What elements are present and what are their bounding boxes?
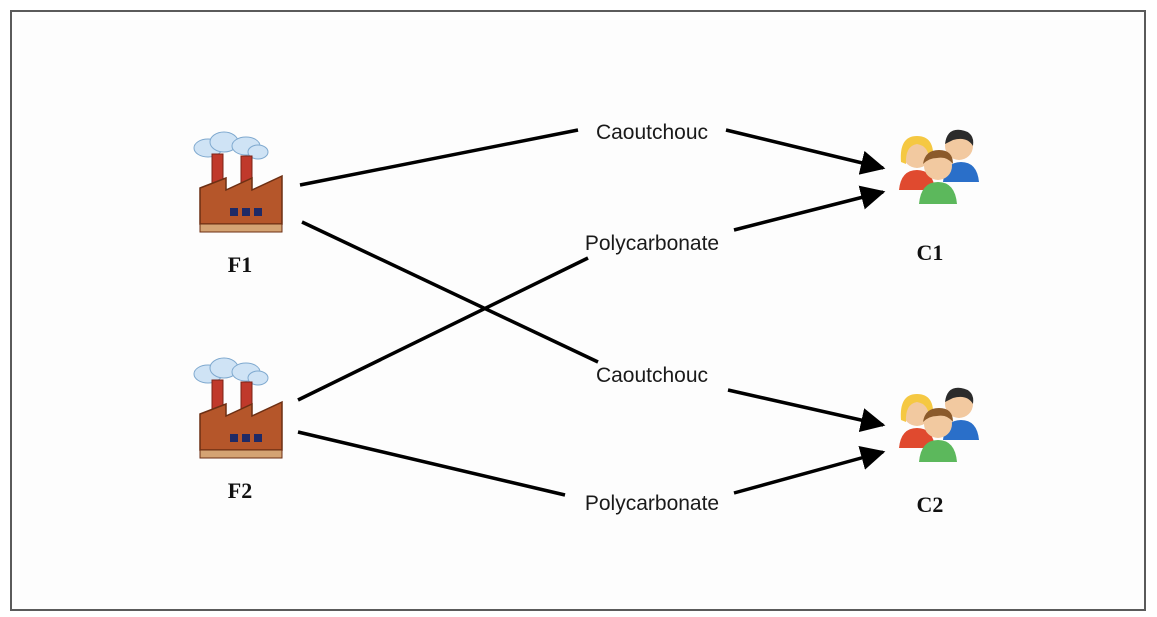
node-f2: F2 — [193, 357, 283, 503]
node-label-c2: C2 — [917, 492, 944, 517]
edge-f2-c1-line-b — [733, 185, 886, 232]
edge-f2-c2-line-a — [297, 430, 566, 497]
factory-icon — [193, 131, 283, 233]
edge-f2-c2-line-b — [733, 446, 886, 495]
factory-icon — [193, 357, 283, 459]
edge-label-f2-c1: Polycarbonate — [585, 232, 719, 255]
edge-label-f1-c1: Caoutchouc — [596, 121, 708, 144]
edge-f1-c1-line-b — [725, 128, 886, 175]
node-c1: C1 — [899, 129, 979, 265]
node-c2: C2 — [899, 387, 979, 517]
edges — [297, 128, 886, 497]
edge-f1-c2-line-b — [727, 388, 886, 433]
diagram-frame — [10, 10, 1146, 611]
edge-f2-c1-line-a — [297, 256, 589, 402]
edge-f1-c1-line-a — [299, 128, 579, 187]
node-f1: F1 — [193, 131, 283, 277]
customers-icon — [899, 129, 979, 204]
node-label-f1: F1 — [228, 252, 252, 277]
node-label-f2: F2 — [228, 478, 252, 503]
edge-label-f1-c2: Caoutchouc — [596, 364, 708, 387]
customers-icon — [899, 387, 979, 462]
edge-label-f2-c2: Polycarbonate — [585, 492, 719, 515]
edge-f1-c2-line-a — [301, 220, 599, 364]
node-label-c1: C1 — [917, 240, 944, 265]
